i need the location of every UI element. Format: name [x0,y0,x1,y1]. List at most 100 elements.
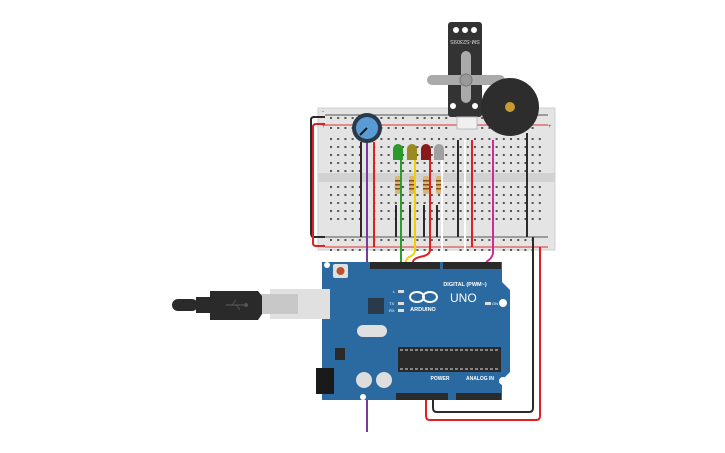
breadboard-hole[interactable] [466,146,469,148]
breadboard-hole[interactable] [337,202,340,204]
breadboard-hole[interactable] [423,162,426,164]
breadboard-hole[interactable] [502,138,505,140]
breadboard-hole[interactable] [438,138,440,140]
breadboard-hole[interactable] [394,162,397,164]
breadboard-hole[interactable] [394,202,397,204]
breadboard-hole[interactable] [510,249,512,251]
breadboard-hole[interactable] [531,170,534,172]
breadboard-hole[interactable] [474,154,476,156]
breadboard-hole[interactable] [380,146,383,148]
breadboard-hole[interactable] [337,210,340,212]
breadboard-hole[interactable] [510,138,512,140]
breadboard-hole[interactable] [430,239,433,241]
breadboard-hole[interactable] [488,127,491,129]
breadboard-hole[interactable] [524,239,527,241]
breadboard-hole[interactable] [445,210,448,212]
breadboard-hole[interactable] [351,162,354,164]
breadboard-hole[interactable] [474,239,476,241]
breadboard-hole[interactable] [531,154,534,156]
breadboard-hole[interactable] [459,170,462,172]
breadboard-hole[interactable] [445,117,448,119]
breadboard-hole[interactable] [517,162,520,164]
breadboard-hole[interactable] [488,218,491,220]
breadboard-hole[interactable] [538,210,541,212]
breadboard-hole[interactable] [517,186,520,188]
breadboard-hole[interactable] [344,170,347,172]
breadboard-hole[interactable] [445,154,448,156]
breadboard-hole[interactable] [524,249,527,251]
breadboard-hole[interactable] [474,218,476,220]
breadboard-hole[interactable] [423,239,426,241]
breadboard-hole[interactable] [474,210,476,212]
breadboard-hole[interactable] [524,194,527,196]
breadboard-hole[interactable] [402,186,404,188]
breadboard-hole[interactable] [423,138,426,140]
breadboard-hole[interactable] [438,162,440,164]
arduino-uno[interactable]: DIGITAL (PWM~) ARDUINO UNO L TX RX ON PO… [316,262,510,400]
breadboard-hole[interactable] [430,117,433,119]
breadboard-hole[interactable] [452,194,455,196]
breadboard-hole[interactable] [531,138,534,140]
breadboard-hole[interactable] [387,194,390,196]
breadboard-hole[interactable] [337,127,340,129]
breadboard-hole[interactable] [524,138,527,140]
breadboard-hole[interactable] [438,194,440,196]
breadboard-hole[interactable] [445,239,448,241]
breadboard-hole[interactable] [488,249,491,251]
breadboard-hole[interactable] [358,194,361,196]
breadboard-hole[interactable] [351,170,354,172]
breadboard-hole[interactable] [394,239,397,241]
breadboard-hole[interactable] [402,249,404,251]
breadboard-hole[interactable] [380,186,383,188]
breadboard-hole[interactable] [502,154,505,156]
breadboard-hole[interactable] [423,202,426,204]
breadboard-hole[interactable] [459,239,462,241]
breadboard-hole[interactable] [337,162,340,164]
breadboard-hole[interactable] [358,239,361,241]
breadboard-hole[interactable] [517,138,520,140]
breadboard-hole[interactable] [538,146,541,148]
breadboard-hole[interactable] [538,202,541,204]
breadboard-hole[interactable] [438,239,440,241]
breadboard-hole[interactable] [380,194,383,196]
breadboard-hole[interactable] [330,162,332,164]
breadboard-hole[interactable] [466,249,469,251]
breadboard-hole[interactable] [344,138,347,140]
breadboard-hole[interactable] [438,218,440,220]
breadboard-hole[interactable] [531,218,534,220]
breadboard-hole[interactable] [344,239,347,241]
breadboard-hole[interactable] [459,202,462,204]
breadboard-hole[interactable] [452,146,455,148]
breadboard-hole[interactable] [402,170,404,172]
breadboard-hole[interactable] [502,162,505,164]
breadboard-hole[interactable] [495,194,498,196]
breadboard-hole[interactable] [488,162,491,164]
breadboard-hole[interactable] [409,138,412,140]
breadboard-hole[interactable] [423,127,426,129]
breadboard-hole[interactable] [373,249,376,251]
breadboard-hole[interactable] [351,194,354,196]
breadboard-hole[interactable] [337,194,340,196]
breadboard-hole[interactable] [488,210,491,212]
breadboard-hole[interactable] [452,202,455,204]
breadboard-hole[interactable] [430,249,433,251]
breadboard-hole[interactable] [330,127,332,129]
breadboard-hole[interactable] [330,210,332,212]
breadboard-hole[interactable] [409,170,412,172]
breadboard-hole[interactable] [380,218,383,220]
breadboard-hole[interactable] [524,218,527,220]
breadboard-hole[interactable] [416,117,419,119]
breadboard-hole[interactable] [466,170,469,172]
breadboard-hole[interactable] [430,210,433,212]
breadboard-hole[interactable] [502,218,505,220]
breadboard-hole[interactable] [402,162,404,164]
breadboard-hole[interactable] [409,194,412,196]
breadboard-hole[interactable] [488,170,491,172]
breadboard-hole[interactable] [438,127,440,129]
breadboard-hole[interactable] [481,218,484,220]
breadboard-hole[interactable] [488,146,491,148]
breadboard-hole[interactable] [481,170,484,172]
breadboard-hole[interactable] [517,170,520,172]
breadboard-hole[interactable] [330,154,332,156]
breadboard-hole[interactable] [531,146,534,148]
